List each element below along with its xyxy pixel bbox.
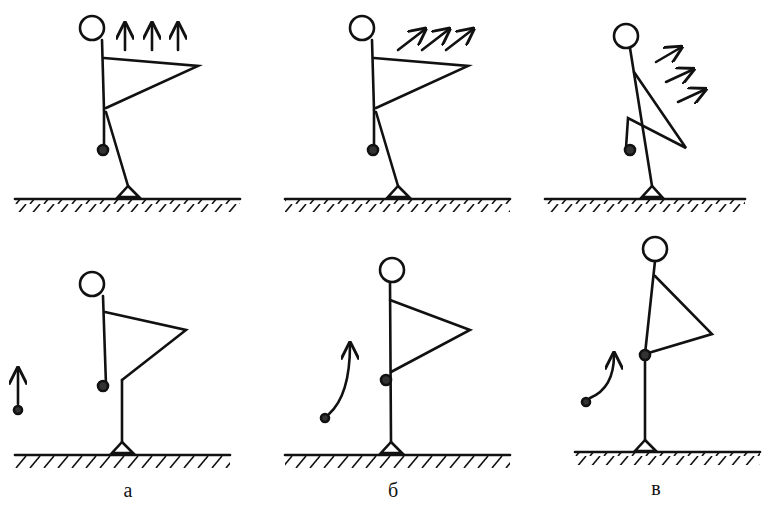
stick-figure [614,24,704,197]
ground [15,199,760,468]
stick-figure [321,258,470,453]
stick-figure [582,237,712,451]
panel-letter: в [651,478,660,498]
stick-figure [350,16,472,197]
panel-letter: а [124,480,133,500]
stick-figure [14,272,186,453]
stick-figure [80,16,198,197]
panel-letter: б [388,480,398,500]
